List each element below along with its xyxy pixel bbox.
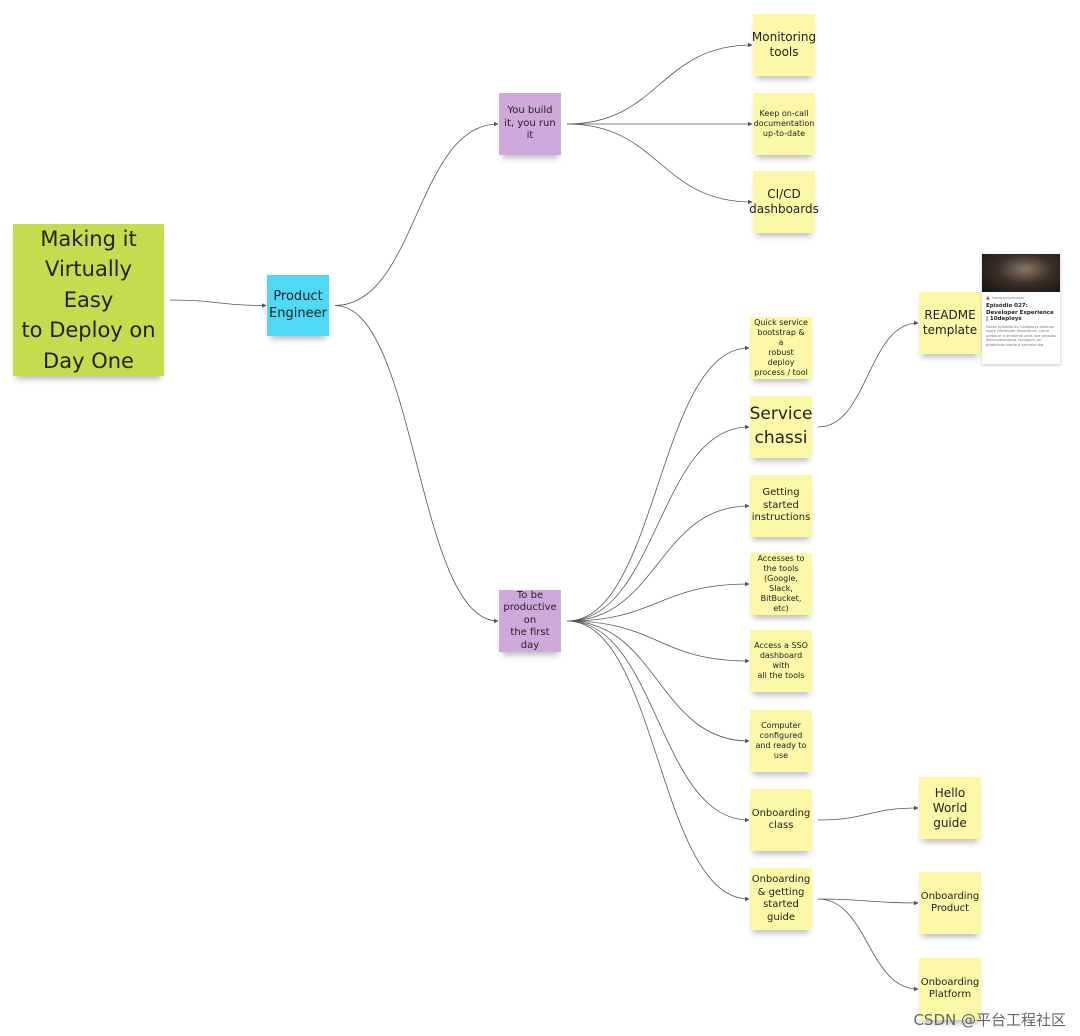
hello-world-guide-text: Hello World guide xyxy=(932,785,968,830)
site-name-bar xyxy=(991,297,1024,299)
readme-template-note[interactable]: README template xyxy=(919,292,981,354)
readme-template-text: README template xyxy=(922,308,978,337)
onboarding-class-text: Onboarding class xyxy=(751,807,811,832)
sso-dashboard-text: Access a SSO dashboard with all the tool… xyxy=(754,641,808,680)
connector-build-to-mon xyxy=(566,42,753,125)
cicd-dashboards-note[interactable]: CI/CD dashboards xyxy=(749,171,819,233)
connector-oguide-to-oprod xyxy=(817,898,919,906)
connector-oclass-to-hello xyxy=(817,805,919,821)
link-preview-title: Episódio 027: Developer Experience | 10d… xyxy=(986,303,1054,323)
cicd-dashboards-text: CI/CD dashboards xyxy=(749,187,819,216)
root-note[interactable]: Making it Virtually Easy to Deploy on Da… xyxy=(13,224,164,376)
connector-root-to-pe xyxy=(169,299,267,308)
link-preview-thumbnail xyxy=(982,254,1060,292)
service-bootstrap-text: Quick service bootstrap & a robust deplo… xyxy=(754,318,808,377)
tool-accesses-text: Accesses to the tools (Google, Slack, Bi… xyxy=(757,554,805,613)
computer-configured-note[interactable]: Computer configured and ready to use xyxy=(750,710,812,772)
onboarding-guide-text: Onboarding & getting started guide xyxy=(751,874,811,923)
service-bootstrap-note[interactable]: Quick service bootstrap & a robust deplo… xyxy=(750,317,812,379)
connector-prod-to-chassi xyxy=(566,424,750,622)
connector-oguide-to-oplat xyxy=(817,898,919,992)
onboarding-product-text: Onboarding Product xyxy=(920,890,980,915)
site-logo-icon: ▲ xyxy=(986,295,990,301)
monitoring-tools-note[interactable]: Monitoring tools xyxy=(751,14,817,76)
root-note-text: Making it Virtually Easy to Deploy on Da… xyxy=(21,226,156,373)
connector-prod-to-comp xyxy=(566,620,750,744)
connector-prod-to-acc xyxy=(566,581,750,622)
onboarding-product-note[interactable]: Onboarding Product xyxy=(919,872,981,934)
connector-prod-to-oguide xyxy=(566,620,750,902)
you-build-it-text: You build it, you run it xyxy=(504,105,556,142)
monitoring-tools-text: Monitoring tools xyxy=(751,30,817,59)
onboarding-platform-text: Onboarding Platform xyxy=(920,976,980,1001)
link-preview-card[interactable]: ▲ Episódio 027: Developer Experience | 1… xyxy=(982,254,1060,364)
link-preview-description: Nesse episódio do 10deploys falamos sobr… xyxy=(986,324,1056,347)
connector-prod-to-sso xyxy=(566,620,750,664)
watermark: CSDN @平台工程社区 xyxy=(913,1011,1066,1029)
oncall-docs-note[interactable]: Keep on-call documentation up-to-date xyxy=(753,93,815,155)
connector-chassi-to-readme xyxy=(817,320,919,428)
service-chassi-note[interactable]: Service chassi xyxy=(750,396,812,458)
connector-prod-to-oclass xyxy=(566,620,750,823)
getting-started-text: Getting started instructions xyxy=(751,487,811,524)
computer-configured-text: Computer configured and ready to use xyxy=(755,721,807,760)
onboarding-class-note[interactable]: Onboarding class xyxy=(750,789,812,851)
connector-build-to-cicd xyxy=(566,123,753,205)
connector-pe-to-build xyxy=(334,121,499,306)
onboarding-platform-note[interactable]: Onboarding Platform xyxy=(919,958,981,1020)
sso-dashboard-note[interactable]: Access a SSO dashboard with all the tool… xyxy=(750,630,812,692)
you-build-it-note[interactable]: You build it, you run it xyxy=(499,93,561,155)
getting-started-note[interactable]: Getting started instructions xyxy=(750,475,812,537)
productive-first-day-text: To be productive on the first day xyxy=(503,589,557,651)
connector-prod-to-boot xyxy=(566,345,750,622)
hello-world-guide-note[interactable]: Hello World guide xyxy=(919,777,981,839)
product-engineer-note[interactable]: Product Engineer xyxy=(267,275,329,336)
service-chassi-text: Service chassi xyxy=(749,404,813,448)
tool-accesses-note[interactable]: Accesses to the tools (Google, Slack, Bi… xyxy=(750,553,812,615)
productive-first-day-note[interactable]: To be productive on the first day xyxy=(499,590,561,652)
link-preview-site: ▲ xyxy=(986,295,1056,301)
onboarding-guide-note[interactable]: Onboarding & getting started guide xyxy=(750,868,812,930)
oncall-docs-text: Keep on-call documentation up-to-date xyxy=(753,109,815,138)
connector-pe-to-prod xyxy=(334,305,499,624)
product-engineer-text: Product Engineer xyxy=(269,289,327,321)
connector-prod-to-gs xyxy=(566,503,750,622)
